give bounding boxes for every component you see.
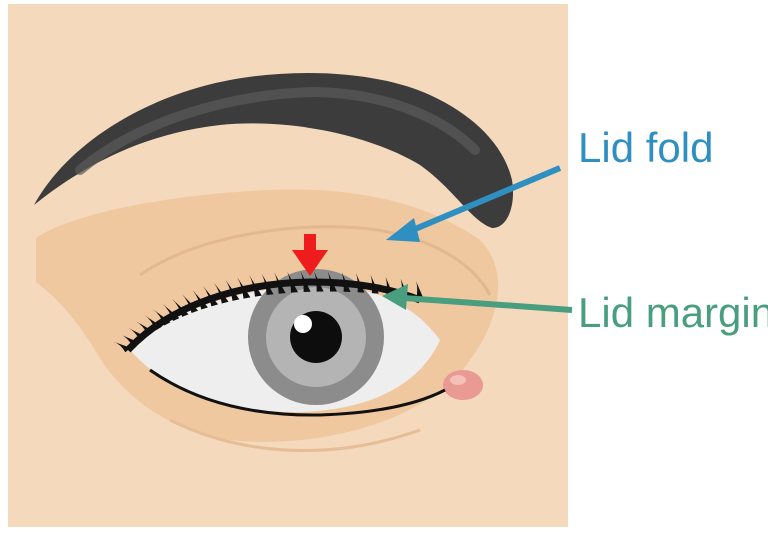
lid-margin-label: Lid margin	[578, 289, 768, 336]
caruncle-highlight	[450, 375, 466, 385]
pupil-reflection	[294, 315, 312, 333]
caruncle	[443, 370, 483, 400]
lid-fold-label: Lid fold	[578, 124, 713, 171]
